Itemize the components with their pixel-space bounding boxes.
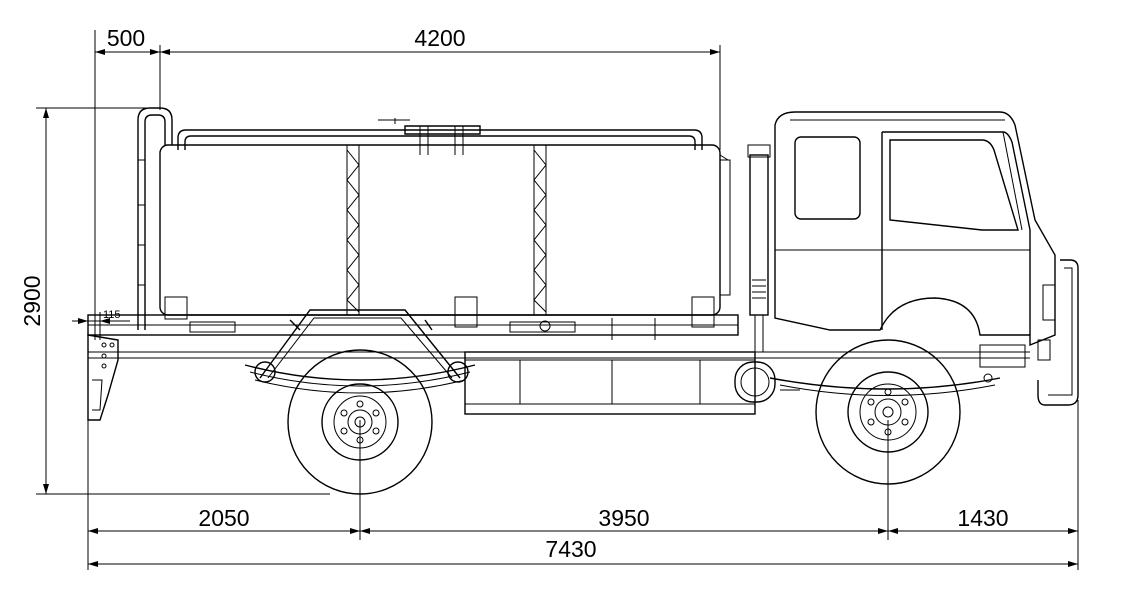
side-box — [464, 351, 776, 415]
dim-label-2050: 2050 — [198, 505, 249, 531]
dim-label-4200: 4200 — [414, 25, 465, 51]
dim-label-1430: 1430 — [957, 505, 1008, 531]
dimension-top-500: 500 — [94, 25, 161, 340]
rear-suspension — [244, 309, 476, 394]
dimension-top-4200: 4200 — [160, 25, 721, 150]
dim-label-7430: 7430 — [545, 536, 596, 562]
truck-cab — [774, 111, 1079, 406]
dim-label-3950: 3950 — [598, 505, 649, 531]
rear-wheel — [287, 349, 433, 495]
dim-label-2900: 2900 — [19, 275, 45, 326]
dim-label-500: 500 — [107, 25, 145, 51]
front-wheel — [815, 339, 961, 485]
dimension-height-2900: 2900 — [19, 107, 330, 495]
water-tank — [137, 107, 731, 330]
exhaust-pipe — [747, 144, 771, 352]
dimension-overall-length: 7430 — [88, 536, 1078, 567]
